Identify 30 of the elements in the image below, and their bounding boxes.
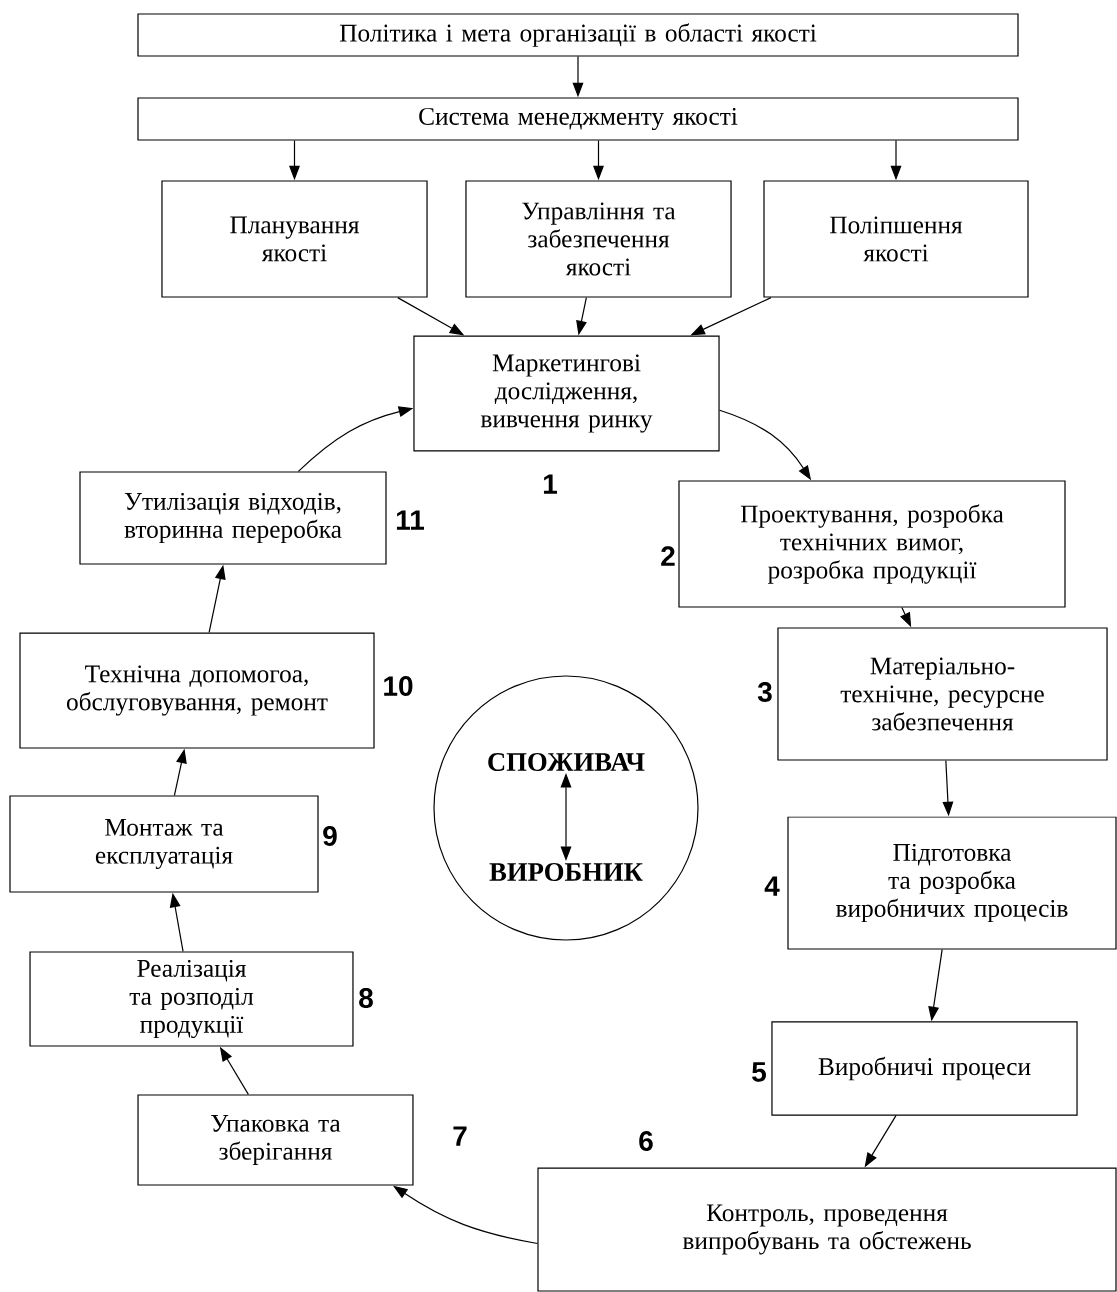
process-box: Управління та забезпечення якості bbox=[465, 180, 732, 298]
step-number: 8 bbox=[359, 988, 373, 1008]
step-number: 4 bbox=[764, 876, 780, 896]
process-box: Утилізація відходів, вторинна переробка bbox=[79, 471, 387, 565]
process-box: Реалізація та розподіл продукції bbox=[29, 951, 354, 1047]
process-box: Планування якості bbox=[161, 180, 428, 298]
circle-label: СПОЖИВАЧ bbox=[488, 753, 645, 771]
step-number: 11 bbox=[396, 510, 424, 530]
step-number: 3 bbox=[757, 682, 772, 702]
system-box: Система менеджменту якості bbox=[137, 97, 1019, 141]
step-number: 10 bbox=[384, 676, 413, 696]
process-box: Проектування, розробка технічних вимог, розробка продукції bbox=[678, 480, 1066, 608]
process-box: Поліпшення якості bbox=[763, 180, 1029, 298]
process-box: Виробничі процеси bbox=[771, 1021, 1078, 1116]
process-box: Технічна допомогоа, обслуговування, ремонт bbox=[19, 632, 375, 749]
step-number: 9 bbox=[323, 826, 337, 846]
process-box: Підготовка та розробка виробничих процесів bbox=[787, 816, 1117, 950]
step-number: 5 bbox=[752, 1062, 766, 1082]
policy-box: Політика і мета організації в області якості bbox=[137, 13, 1019, 57]
step-number: 2 bbox=[661, 546, 675, 566]
circle bbox=[433, 675, 699, 941]
process-box: Упаковка та зберігання bbox=[137, 1094, 414, 1186]
process-box: Маркетингові дослідження, вивчення ринку bbox=[413, 335, 720, 452]
circle-label: ВИРОБНИК bbox=[489, 863, 643, 881]
step-number: 7 bbox=[453, 1126, 467, 1146]
step-number: 1 bbox=[543, 474, 557, 494]
step-number: 6 bbox=[639, 1131, 653, 1151]
process-box: Матеріально-технічне, ресурсне забезпечення bbox=[777, 627, 1108, 761]
process-box: Контроль, проведення випробувань та обстежень bbox=[537, 1167, 1117, 1292]
process-box: Монтаж та експлуатація bbox=[9, 795, 319, 893]
